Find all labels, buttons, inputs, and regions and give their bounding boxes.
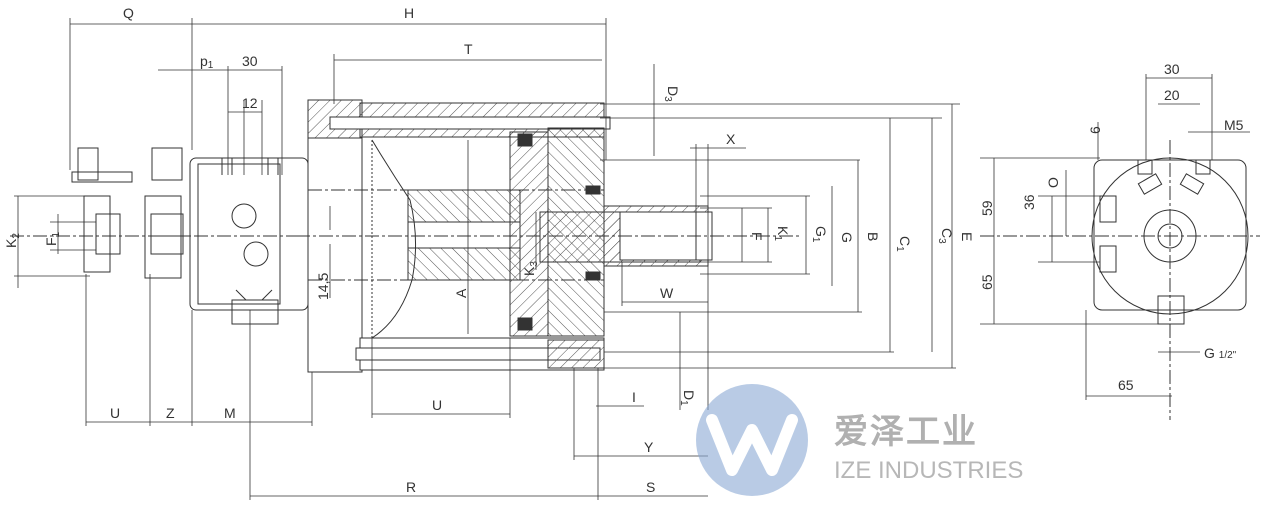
label-G-half: G 1/2" (1204, 345, 1237, 361)
dimension-labels: Q H T p1 30 12 D3 X K2 F1 F K1 G1 G B C1… (3, 5, 1244, 495)
label-W: W (660, 285, 674, 301)
cylinder-section (296, 99, 800, 373)
label-C1: C1 (894, 236, 913, 252)
label-I: I (632, 389, 636, 405)
label-R: R (406, 479, 416, 495)
label-O: O (1045, 177, 1061, 188)
label-6: 6 (1087, 126, 1103, 134)
label-M: M (224, 405, 236, 421)
label-D3: D3 (662, 86, 681, 102)
label-S: S (646, 479, 655, 495)
label-30b: 30 (1164, 61, 1180, 77)
label-A: A (453, 288, 469, 298)
label-G: G (839, 232, 855, 243)
left-side-view (10, 147, 320, 325)
label-36: 36 (1021, 194, 1037, 210)
label-G1: G1 (810, 226, 829, 243)
end-view (980, 140, 1260, 420)
label-Q: Q (123, 5, 134, 21)
label-65-vertical: 65 (979, 274, 995, 290)
label-Z: Z (166, 405, 175, 421)
watermark-cn: 爱泽工业 (834, 413, 978, 451)
label-E: E (959, 232, 975, 241)
label-D1: D1 (678, 390, 697, 406)
label-K2: K2 (3, 233, 22, 248)
label-65-horizontal: 65 (1118, 377, 1134, 393)
label-H: H (404, 5, 414, 21)
label-Y: Y (644, 439, 654, 455)
label-p1: p1 (200, 53, 214, 71)
ize-logo-icon (696, 384, 808, 496)
watermark: 爱泽工业 IZE INDUSTRIES (696, 384, 1023, 496)
label-K1: K1 (772, 226, 791, 241)
label-T: T (464, 41, 473, 57)
label-12: 12 (242, 95, 258, 111)
dimension-lines (14, 18, 1250, 500)
label-M5: M5 (1224, 117, 1244, 133)
label-14-5: 14,5 (315, 273, 331, 300)
label-X: X (726, 131, 736, 147)
label-30a: 30 (242, 53, 258, 69)
watermark-en: IZE INDUSTRIES (834, 457, 1023, 484)
label-K3: K3 (521, 261, 540, 276)
label-U-left: U (110, 405, 120, 421)
label-59: 59 (979, 200, 995, 216)
label-F1: F1 (43, 231, 62, 246)
label-U-mid: U (432, 397, 442, 413)
label-F: F (749, 232, 765, 241)
label-20: 20 (1164, 87, 1180, 103)
label-C3: C3 (936, 228, 955, 244)
label-B: B (865, 232, 881, 241)
